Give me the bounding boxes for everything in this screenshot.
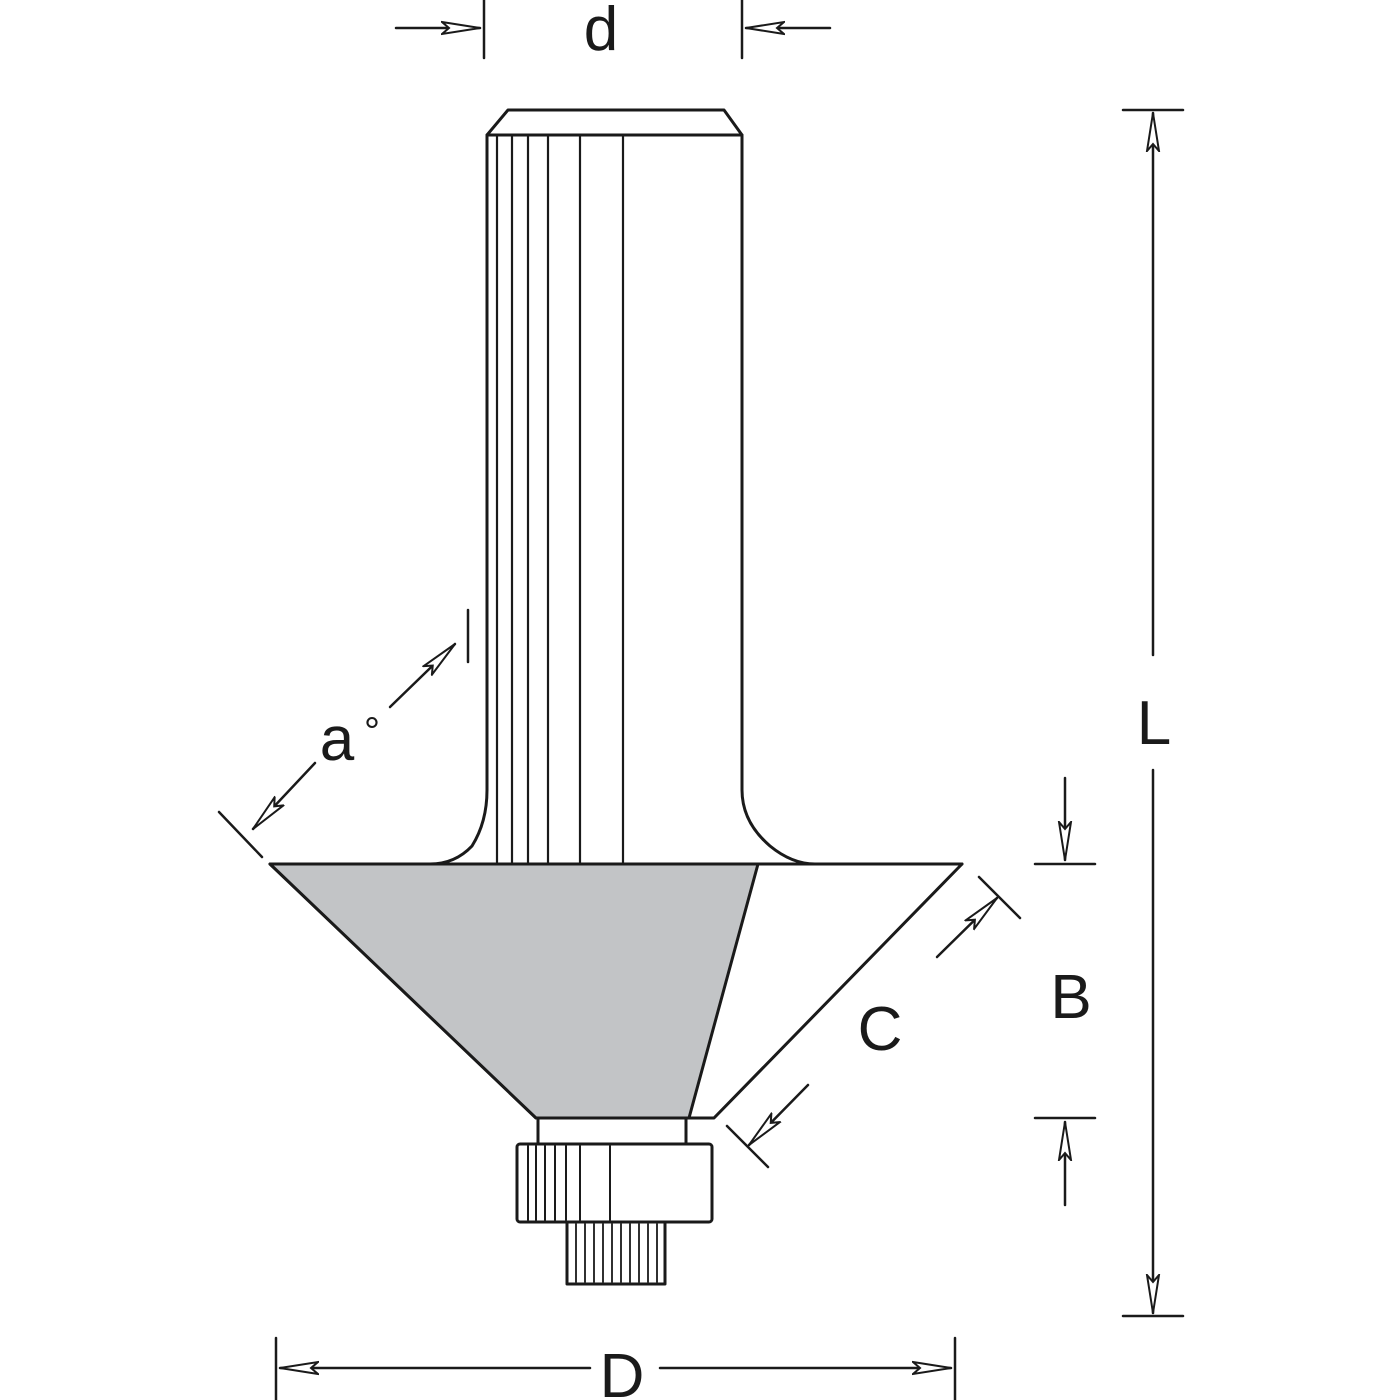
labels: d L B C D a ° [320, 0, 1171, 1400]
dim-C [725, 875, 1022, 1169]
screw-knurl [575, 1223, 658, 1283]
cutter-body [268, 862, 964, 1120]
label-d: d [584, 0, 618, 64]
label-L: L [1137, 689, 1171, 758]
bearing-screw [565, 1220, 667, 1286]
carbide-tip [268, 862, 760, 1120]
dim-angle [217, 608, 470, 859]
shank-flute-lines [495, 133, 625, 866]
dim-B [1033, 776, 1097, 1207]
label-angle: a [320, 705, 355, 774]
label-D: D [600, 1342, 645, 1400]
label-degree: ° [364, 710, 380, 754]
bearing-ring [515, 1142, 714, 1224]
bearing-spacer [536, 1116, 688, 1146]
label-C: C [858, 995, 903, 1064]
shank [428, 108, 817, 866]
dim-L [1121, 108, 1185, 1318]
dim-d [394, 0, 832, 60]
bearing-ridges [527, 1145, 611, 1221]
label-B: B [1050, 963, 1091, 1032]
bearing [515, 1116, 714, 1286]
dim-D [274, 1336, 957, 1400]
